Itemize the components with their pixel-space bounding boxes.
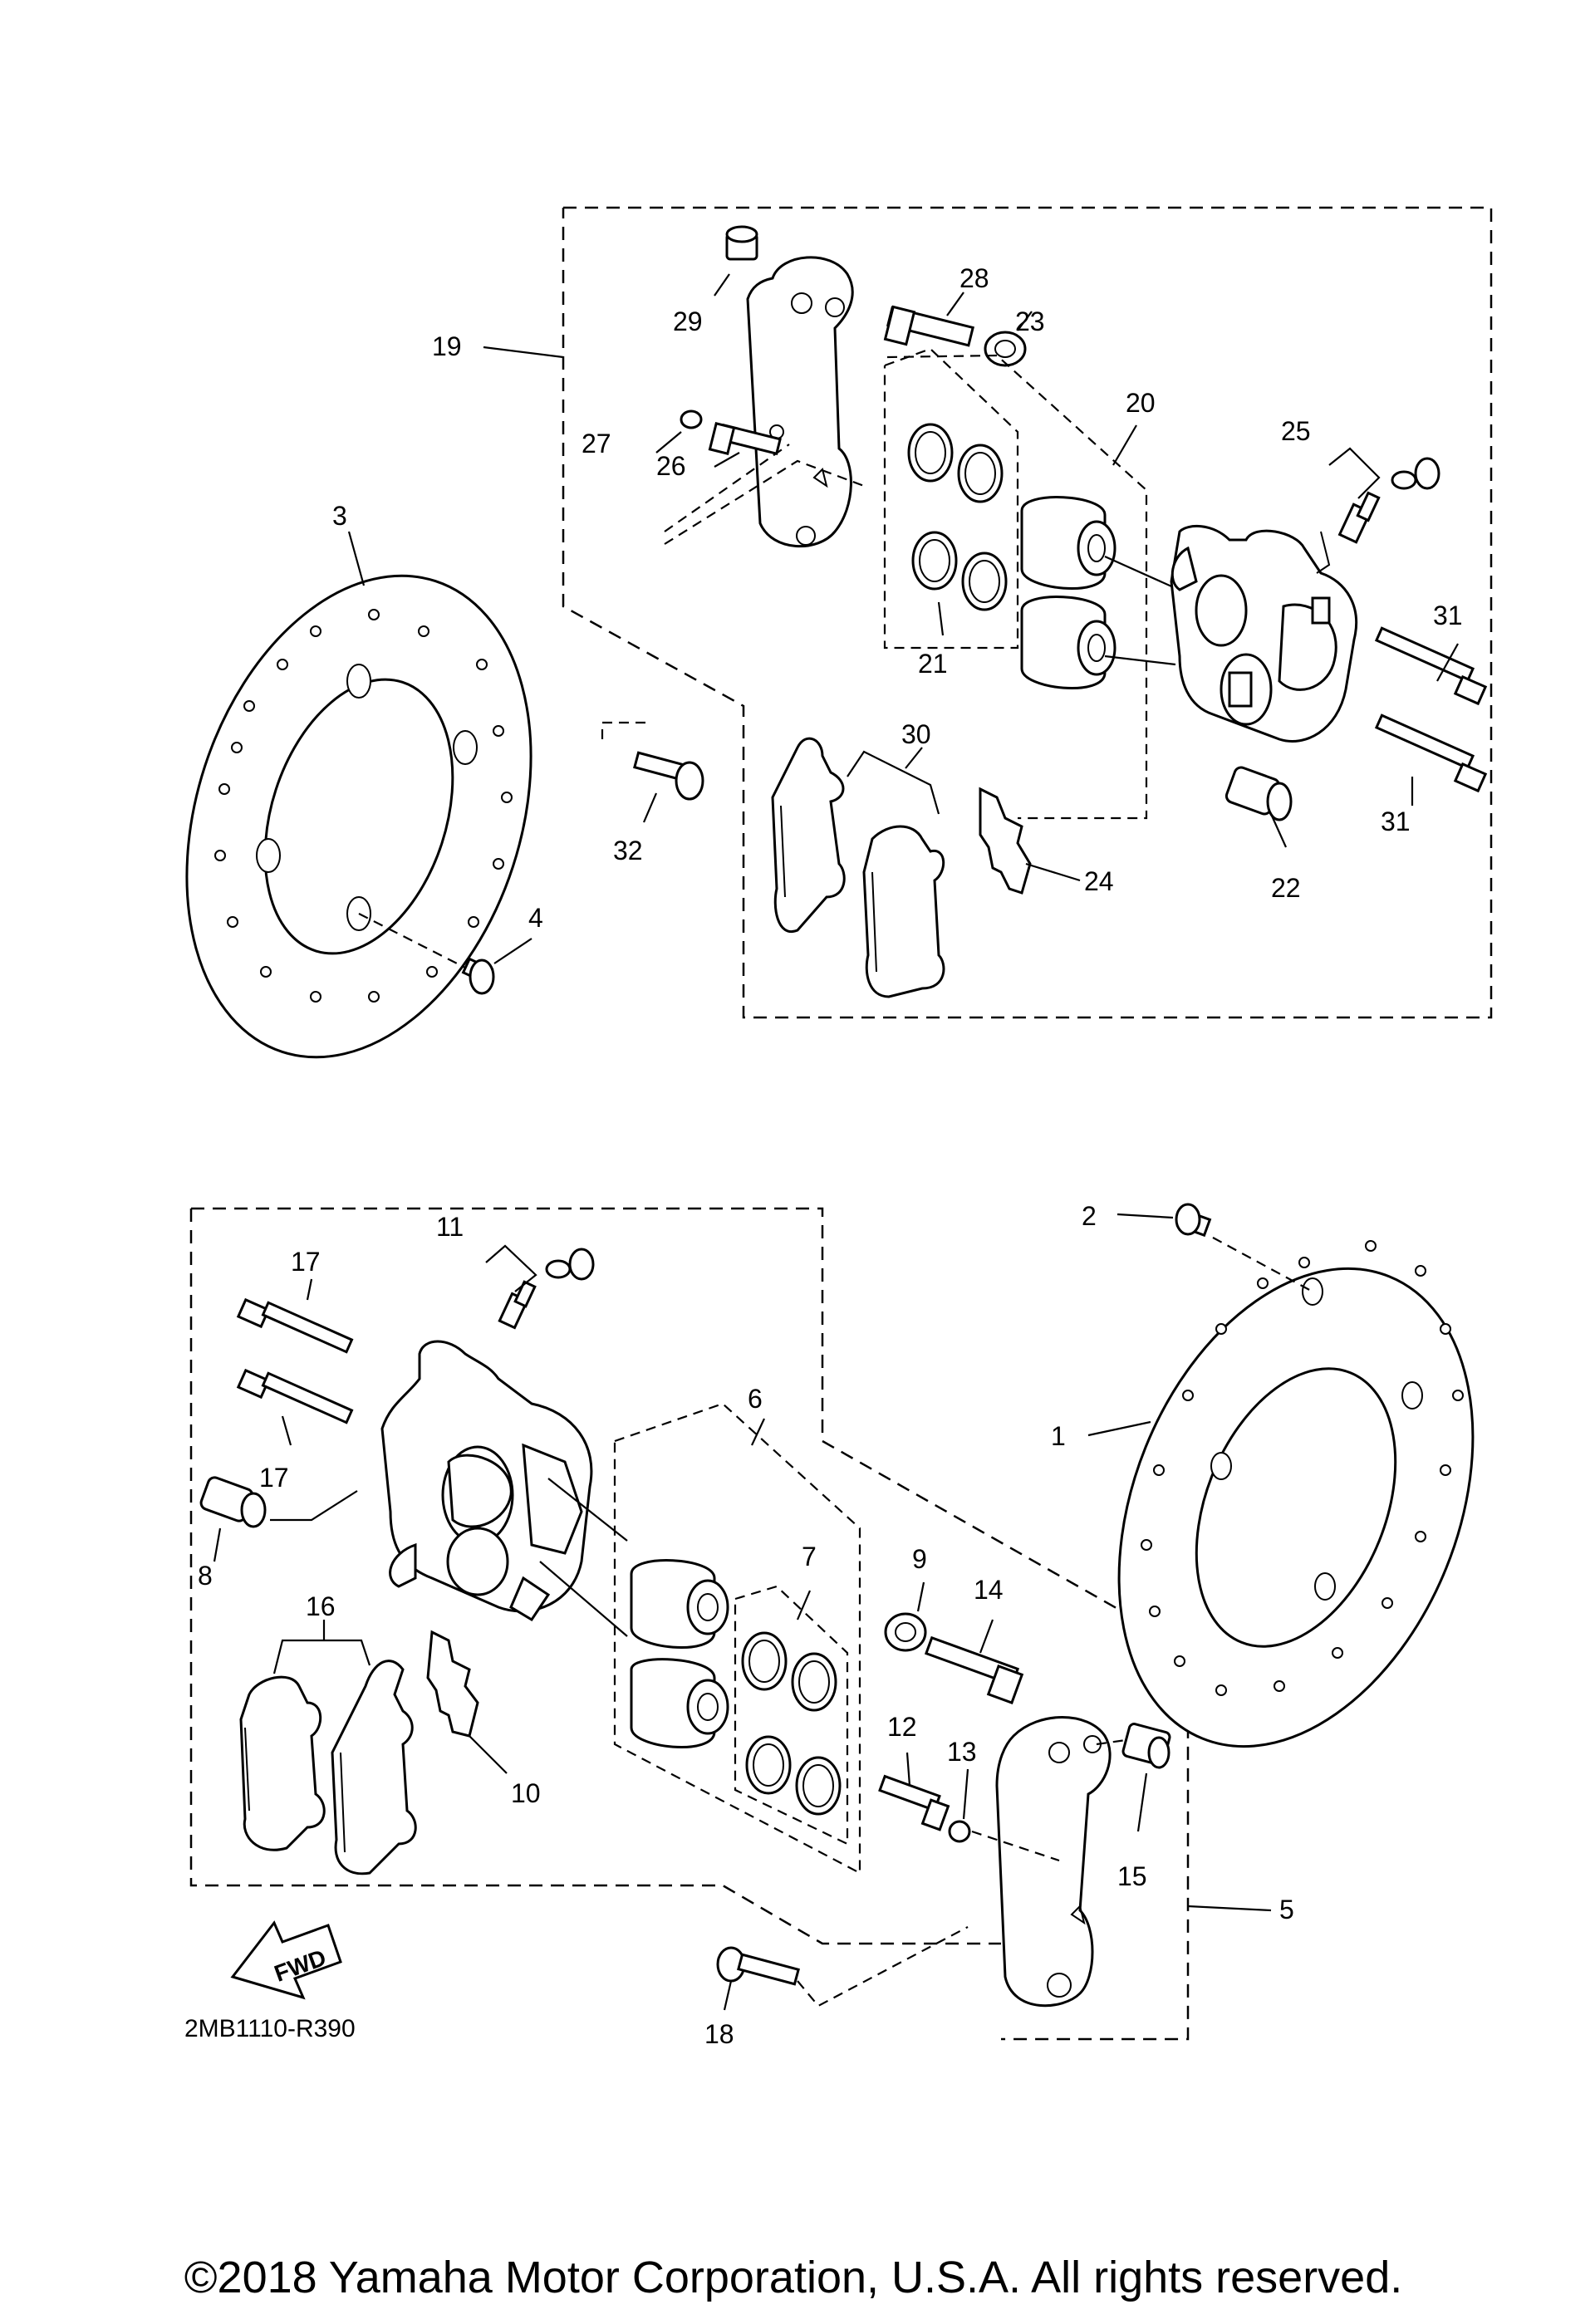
piston-seals-21 [907, 423, 1008, 611]
callout-24: 24 [1084, 866, 1114, 896]
callout-28: 28 [959, 263, 989, 293]
callout-32: 32 [613, 836, 643, 865]
assembly-outline-lower [191, 1207, 1190, 2041]
callout-15: 15 [1117, 1861, 1147, 1891]
callout-21: 21 [918, 649, 948, 679]
callout-6: 6 [748, 1384, 763, 1414]
pistons-20 [1020, 496, 1116, 689]
caliper-body-upper [1170, 524, 1358, 743]
bushing-29 [725, 225, 758, 261]
callout-29: 29 [673, 306, 703, 336]
callout-31b: 31 [1381, 807, 1411, 836]
bushing-8 [199, 1476, 267, 1528]
slide-pin-14 [924, 1635, 1024, 1704]
callout-8: 8 [198, 1561, 213, 1591]
callout-22: 22 [1271, 873, 1301, 903]
pad-spring-10 [426, 1630, 479, 1738]
callout-12: 12 [887, 1712, 917, 1742]
callout-19: 19 [432, 331, 462, 361]
assembly-outline-19 [562, 206, 1493, 1019]
piston-seals-7 [741, 1631, 842, 1816]
callout-23: 23 [1015, 306, 1045, 336]
boot-23 [984, 331, 1027, 367]
bushing-15 [1121, 1723, 1171, 1769]
pin-12 [878, 1774, 950, 1831]
bleeder-valve-11 [498, 1248, 595, 1330]
brake-pads-30 [771, 737, 945, 998]
boot-9 [884, 1612, 927, 1652]
callout-17b: 17 [259, 1463, 289, 1493]
bracket-bolt-32 [633, 751, 704, 801]
caliper-bolt-31b [1374, 713, 1488, 793]
callout-27: 27 [582, 429, 611, 458]
bracket-bolt-18 [716, 1946, 800, 1986]
rotor-bolt-4 [461, 957, 495, 995]
upper-brake-assembly: 3 4 29 28 [185, 206, 1493, 1059]
callout-26: 26 [656, 451, 686, 481]
copyright-notice: ©2018 Yamaha Motor Corporation, U.S.A. A… [184, 2253, 1403, 2302]
callout-31a: 31 [1433, 601, 1463, 630]
bushing-22 [1224, 766, 1293, 821]
washer-13 [948, 1820, 971, 1843]
callout-10: 10 [511, 1778, 541, 1808]
callout-20: 20 [1126, 388, 1156, 418]
lower-brake-assembly: 1 2 11 17 17 [184, 1201, 1475, 2049]
callout-11: 11 [436, 1212, 464, 1242]
pin-26 [708, 421, 782, 456]
callout-16: 16 [306, 1591, 336, 1621]
caliper-body-lower [380, 1340, 593, 1622]
diagram-code: 2MB1110-R390 [184, 2015, 356, 2042]
brake-pads-16 [239, 1660, 417, 1875]
callout-25: 25 [1281, 416, 1311, 446]
rotor-bolt-2 [1175, 1203, 1212, 1238]
caliper-bolt-31a [1374, 626, 1488, 706]
callout-13: 13 [947, 1737, 977, 1767]
callout-14: 14 [974, 1575, 1004, 1605]
caliper-bolt-17b [236, 1368, 354, 1424]
callout-5: 5 [1279, 1895, 1294, 1924]
callout-18: 18 [704, 2019, 734, 2049]
callout-9: 9 [912, 1544, 927, 1574]
pad-spring-24 [979, 787, 1032, 895]
callout-4: 4 [528, 903, 543, 933]
callout-3: 3 [332, 501, 347, 531]
caliper-bolt-17a [236, 1297, 354, 1354]
callout-2: 2 [1082, 1201, 1097, 1231]
brake-rotor-3 [185, 574, 532, 1059]
callout-7: 7 [802, 1542, 817, 1571]
caliper-bracket-upper [746, 256, 854, 548]
brake-rotor-1 [1117, 1240, 1475, 1748]
callout-17a: 17 [291, 1247, 321, 1277]
slide-pin-28 [883, 305, 974, 347]
callout-30: 30 [901, 719, 931, 749]
callout-1: 1 [1051, 1421, 1066, 1451]
washer-27 [680, 409, 703, 429]
fwd-arrow-icon: FWD [230, 1920, 342, 2000]
bleeder-valve-25 [1337, 457, 1440, 544]
caliper-bracket-5 [995, 1716, 1112, 2008]
pistons-6 [630, 1559, 729, 1748]
